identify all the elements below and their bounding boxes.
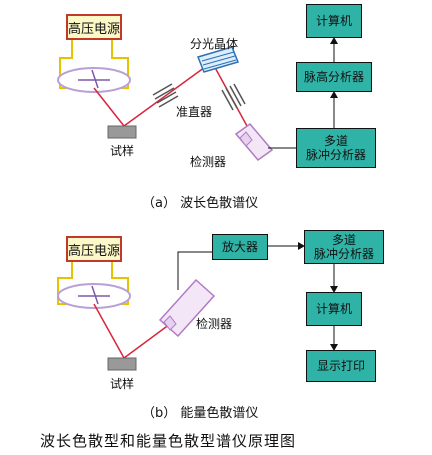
bottom-sample-block bbox=[107, 357, 137, 371]
top-crystal-label: 分光晶体 bbox=[190, 37, 239, 51]
top-pulse-height-box: 脉高分析器 bbox=[296, 62, 372, 92]
bottom-amplifier-box: 放大器 bbox=[212, 234, 268, 260]
bottom-sample-label: 试样 bbox=[110, 377, 135, 391]
top-detector-label: 检测器 bbox=[190, 155, 227, 169]
bottom-detector-label: 检测器 bbox=[196, 317, 233, 331]
top-crystal bbox=[196, 46, 240, 73]
bottom-display-print-box: 显示打印 bbox=[306, 350, 376, 382]
top-power-supply-label: 高压电源 bbox=[68, 21, 121, 37]
bottom-amplifier-label: 放大器 bbox=[221, 239, 258, 254]
bottom-display-print-label: 显示打印 bbox=[316, 358, 365, 373]
bottom-mca-box: 多道 脉冲分析器 bbox=[304, 230, 384, 264]
top-detector bbox=[234, 122, 274, 162]
bottom-mca-line2: 脉冲分析器 bbox=[313, 247, 374, 261]
bottom-connections bbox=[177, 242, 338, 351]
bottom-power-supply-box: 高压电源 bbox=[66, 236, 122, 262]
figure-title: 波长色散型和能量色散型谱仪原理图 bbox=[40, 432, 297, 450]
bottom-detector bbox=[158, 278, 216, 338]
top-sample-block bbox=[107, 125, 137, 139]
top-computer-label: 计算机 bbox=[315, 13, 352, 28]
top-caption: （a） 波长色散谱仪 bbox=[142, 196, 259, 211]
top-collimator-1 bbox=[152, 83, 179, 108]
bottom-beam bbox=[93, 303, 171, 359]
bottom-caption: （b） 能量色散谱仪 bbox=[142, 406, 259, 421]
bottom-mca-line1: 多道 bbox=[331, 232, 356, 247]
top-mca-box: 多道 脉冲分析器 bbox=[296, 128, 376, 168]
top-pulse-height-label: 脉高分析器 bbox=[303, 69, 364, 84]
top-sample-label: 试样 bbox=[110, 144, 135, 158]
top-computer-box: 计算机 bbox=[306, 4, 362, 38]
top-power-supply-box: 高压电源 bbox=[66, 14, 122, 40]
top-collimator-label: 准直器 bbox=[176, 105, 213, 119]
top-mca-line2: 脉冲分析器 bbox=[305, 148, 366, 162]
bottom-computer-box: 计算机 bbox=[306, 292, 362, 326]
top-mca-line1: 多道 bbox=[323, 133, 348, 148]
bottom-power-supply-label: 高压电源 bbox=[68, 243, 121, 259]
bottom-xray-tube bbox=[57, 283, 131, 309]
top-collimator-2 bbox=[221, 83, 246, 111]
top-connections bbox=[268, 37, 338, 149]
bottom-computer-label: 计算机 bbox=[315, 301, 352, 316]
top-xray-tube bbox=[57, 67, 131, 93]
